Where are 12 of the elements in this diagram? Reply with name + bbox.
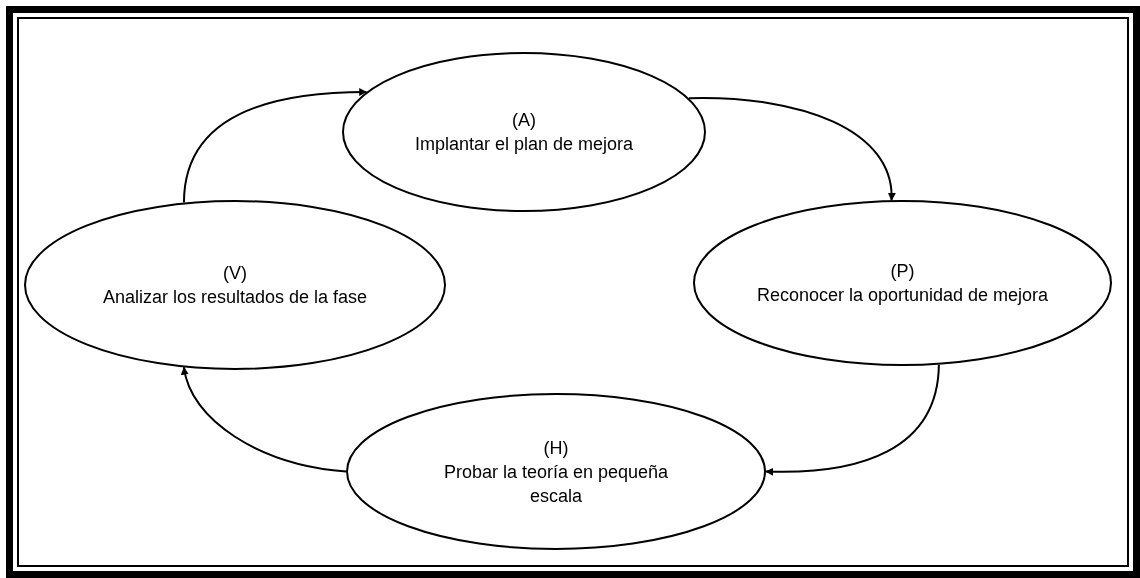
phase-letter: (P): [890, 260, 915, 283]
phase-description: Reconocer la oportunidad de mejora: [756, 284, 1049, 307]
curved-arrow: [181, 366, 347, 473]
phase-description: Implantar el plan de mejora: [414, 133, 634, 156]
phase-description: Analizar los resultados de la fase: [102, 286, 368, 309]
curved-arrow: [182, 88, 368, 204]
phase-letter: (H): [543, 436, 569, 460]
phase-description: Probar la teoría en pequeña escala: [442, 460, 670, 508]
curved-arrow: [765, 363, 940, 476]
phase-letter: (V): [223, 262, 247, 285]
curved-arrow: [687, 97, 896, 202]
phase-letter: (A): [512, 109, 536, 132]
